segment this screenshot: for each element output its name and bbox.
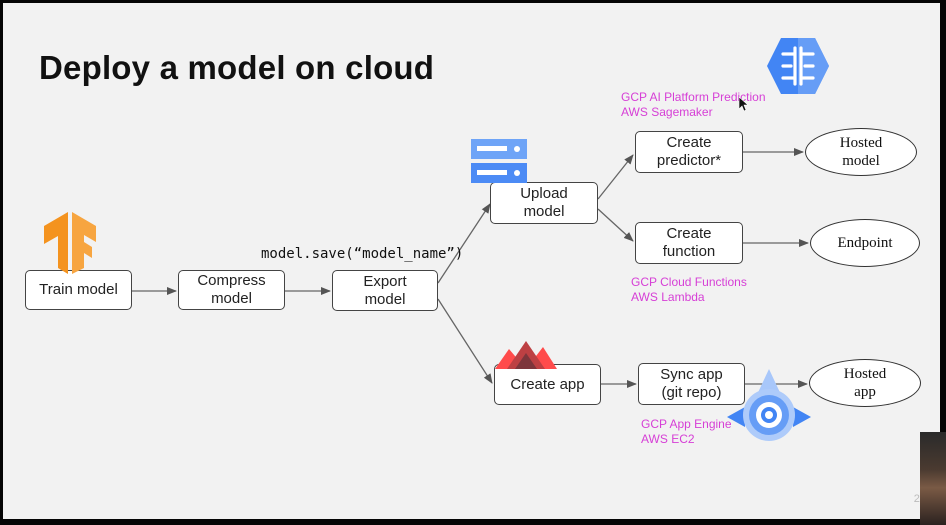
service-label: GCP AI Platform Prediction bbox=[621, 90, 766, 104]
model-save-code: model.save(“model_name”) bbox=[261, 246, 464, 262]
cursor-icon bbox=[739, 97, 749, 111]
streamlit-icon bbox=[495, 341, 557, 369]
webcam-overlay bbox=[920, 432, 946, 525]
service-label: GCP Cloud Functions bbox=[631, 275, 747, 289]
slide: Deploy a model on cloud Train model Comp… bbox=[3, 3, 940, 519]
hosted-app-endpoint: Hosted app bbox=[809, 359, 921, 407]
hosted-model-endpoint: Hosted model bbox=[805, 128, 917, 176]
export-model-node: Export model bbox=[332, 270, 438, 311]
upload-model-node: Upload model bbox=[490, 182, 598, 224]
tensorflow-icon bbox=[44, 212, 96, 274]
endpoint-node: Endpoint bbox=[810, 219, 920, 267]
slide-title: Deploy a model on cloud bbox=[39, 49, 435, 86]
edge-upload-predictor bbox=[597, 154, 634, 200]
service-label: AWS Lambda bbox=[631, 290, 705, 304]
app-services: GCP App Engine AWS EC2 bbox=[641, 417, 732, 447]
service-label: AWS Sagemaker bbox=[621, 105, 713, 119]
train-model-node: Train model bbox=[25, 270, 132, 310]
service-label: AWS EC2 bbox=[641, 432, 695, 446]
edge-upload-function bbox=[597, 208, 634, 242]
create-app-node: Create app bbox=[494, 364, 601, 405]
edge-export-upload bbox=[437, 203, 491, 284]
gcp-ai-platform-icon bbox=[767, 38, 829, 94]
edge-export-createapp bbox=[437, 298, 493, 384]
compress-model-node: Compress model bbox=[178, 270, 285, 310]
create-function-node: Create function bbox=[635, 222, 743, 264]
cloud-storage-icon bbox=[471, 139, 527, 183]
sync-app-node: Sync app (git repo) bbox=[638, 363, 745, 405]
create-predictor-node: Create predictor* bbox=[635, 131, 743, 173]
app-engine-icon bbox=[727, 369, 811, 441]
function-services: GCP Cloud Functions AWS Lambda bbox=[631, 275, 747, 305]
service-label: GCP App Engine bbox=[641, 417, 732, 431]
predictor-services: GCP AI Platform Prediction AWS Sagemaker bbox=[621, 90, 766, 120]
